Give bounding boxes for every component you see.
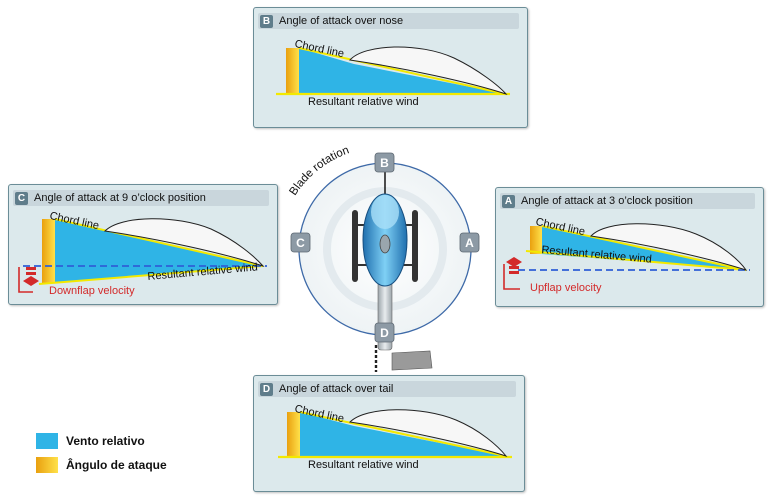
- panel-d-title: Angle of attack over tail: [279, 383, 394, 395]
- panel-c-title: Angle of attack at 9 o’clock position: [34, 192, 206, 204]
- airfoil: [349, 46, 508, 96]
- legend-swatch-wind: [36, 433, 58, 449]
- panel-b: B Angle of attack over nose Chord line R…: [253, 7, 528, 128]
- chord-line: [298, 47, 507, 95]
- panel-a-figure: [503, 223, 750, 290]
- rotor-marker-b-box: [374, 152, 395, 173]
- canopy: [371, 195, 399, 229]
- rotor-marker-d-box: [374, 322, 395, 343]
- legend-item-angle: Ângulo de ataque: [36, 457, 167, 473]
- relative-wind-area: [300, 412, 506, 458]
- panel-c-header: C Angle of attack at 9 o’clock position: [13, 190, 269, 206]
- downflap-arrow-icon: [23, 267, 39, 286]
- tail-fin: [391, 350, 433, 371]
- helicopter: [352, 193, 418, 351]
- chord-line: [541, 225, 747, 271]
- panel-a-velocity-label: Upflap velocity: [530, 282, 602, 294]
- panel-d-badge: D: [260, 382, 273, 396]
- panel-b-badge: B: [260, 14, 273, 28]
- panel-b-header: B Angle of attack over nose: [258, 13, 519, 29]
- panel-b-wind-label: Resultant relative wind: [308, 96, 419, 108]
- airfoil: [348, 409, 508, 457]
- rotor-marker-d: D: [380, 326, 389, 340]
- rotor-marker-c-box: [290, 232, 311, 253]
- rotor-hub: [379, 234, 391, 254]
- panel-d: D Angle of attack over tail Chord line R…: [253, 375, 525, 492]
- angle-of-attack-wedge: [530, 226, 542, 254]
- chord-line: [299, 411, 507, 457]
- panel-b-figure: [276, 46, 510, 96]
- airfoil: [589, 223, 748, 271]
- legend-label-wind: Vento relativo: [66, 434, 145, 448]
- panel-a-header: A Angle of attack at 3 o’clock position: [500, 193, 755, 209]
- rotor-marker-a-box: [459, 232, 480, 253]
- resultant-wind-line: [525, 250, 747, 271]
- angle-of-attack-wedge: [286, 48, 299, 94]
- panel-a-title: Angle of attack at 3 o’clock position: [521, 195, 693, 207]
- skid-left: [352, 210, 358, 282]
- relative-wind-area: [55, 219, 263, 283]
- rotor-marker-c: C: [296, 236, 305, 250]
- angle-of-attack-wedge: [287, 412, 300, 458]
- panel-b-title: Angle of attack over nose: [279, 15, 404, 27]
- upflap-bracket: [503, 264, 520, 290]
- panel-c-velocity-label: Downflap velocity: [49, 285, 135, 297]
- panel-c-badge: C: [15, 191, 28, 205]
- panel-d-wind-label: Resultant relative wind: [308, 459, 419, 471]
- panel-c: C Angle of attack at 9 o’clock position …: [8, 184, 278, 305]
- panel-a-badge: A: [502, 194, 515, 208]
- panel-d-figure: [278, 409, 512, 459]
- legend-item-wind: Vento relativo: [36, 433, 145, 449]
- airfoil: [103, 218, 265, 268]
- rotor-marker-a: A: [465, 236, 474, 250]
- panel-a: A Angle of attack at 3 o’clock position …: [495, 187, 764, 307]
- legend-swatch-angle: [36, 457, 58, 473]
- relative-wind-area: [299, 48, 506, 94]
- upflap-arrow-icon: [506, 257, 522, 274]
- angle-of-attack-wedge: [42, 219, 55, 283]
- chord-line: [54, 218, 264, 267]
- legend-label-angle: Ângulo de ataque: [66, 458, 167, 472]
- panel-d-header: D Angle of attack over tail: [258, 381, 516, 397]
- downflap-bracket: [18, 267, 33, 293]
- rotor-marker-b: B: [380, 156, 389, 170]
- resultant-wind-line: [38, 265, 264, 285]
- panel-c-figure: [18, 218, 267, 293]
- skid-right: [412, 210, 418, 282]
